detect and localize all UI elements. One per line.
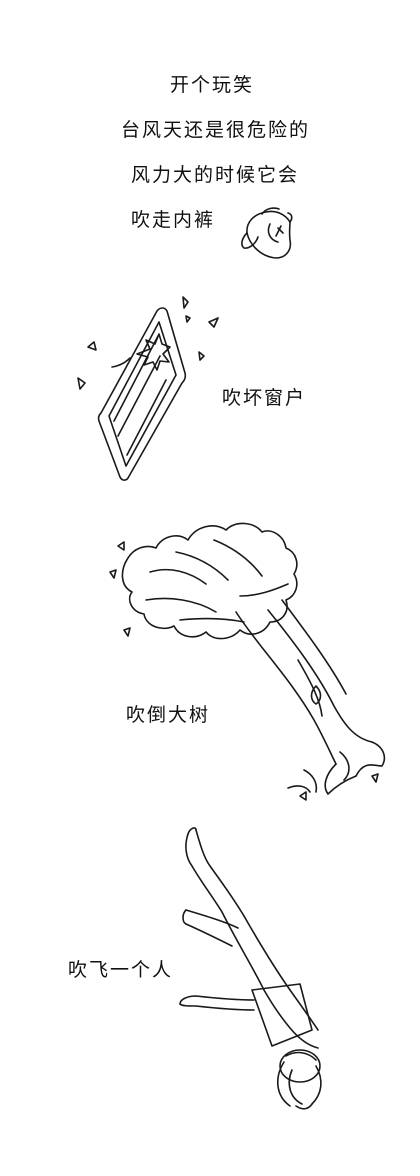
- flying-person-drawing: [179, 827, 322, 1110]
- caption-typhoon-danger: 台风天还是很危险的: [121, 119, 311, 141]
- underwear-drawing: [241, 207, 293, 259]
- caption-strong-wind: 风力大的时候它会: [131, 164, 300, 186]
- caption-blow-underwear: 吹走内裤: [131, 209, 216, 231]
- caption-topple-tree: 吹倒大树: [126, 704, 211, 726]
- caption-blow-person: 吹飞一个人: [68, 959, 174, 981]
- broken-window-drawing: [77, 296, 219, 481]
- caption-joke: 开个玩笑: [170, 74, 255, 96]
- caption-break-window: 吹坏窗户: [222, 387, 307, 409]
- bent-tree-drawing: [109, 522, 386, 801]
